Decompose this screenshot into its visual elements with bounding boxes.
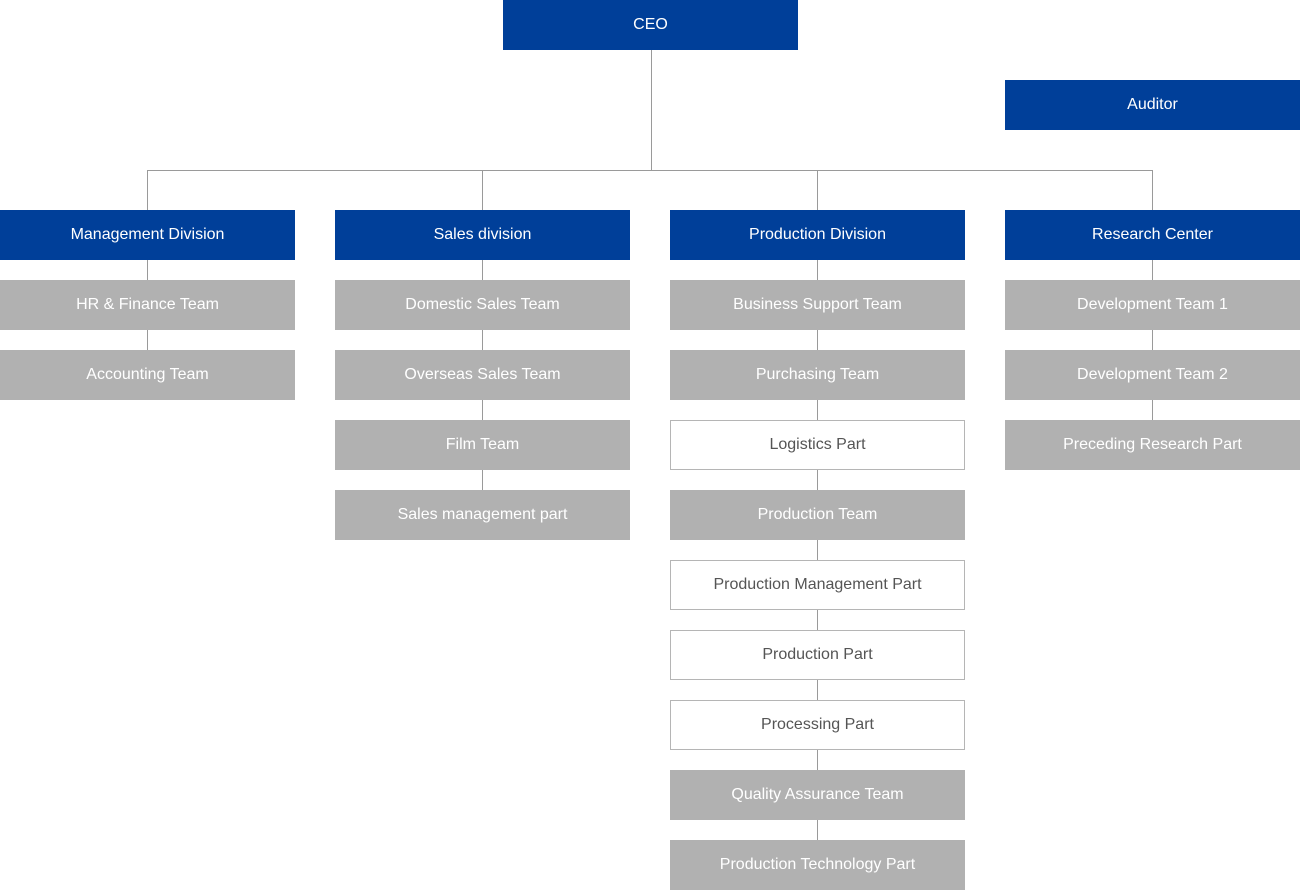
connector-spine (1152, 260, 1153, 420)
ceo-label: CEO (633, 16, 668, 33)
ceo-box: CEO (503, 0, 798, 50)
connector-drop (817, 170, 818, 210)
team-box: Film Team (335, 420, 630, 470)
part-box: Logistics Part (670, 420, 965, 470)
unit-label: Development Team 2 (1077, 366, 1228, 383)
part-box: Production Management Part (670, 560, 965, 610)
division-box: Research Center (1005, 210, 1300, 260)
connector-drop (147, 170, 148, 210)
unit-label: Business Support Team (733, 296, 902, 313)
connector-ceo-trunk (651, 50, 652, 171)
unit-label: Domestic Sales Team (405, 296, 560, 313)
team-box: Purchasing Team (670, 350, 965, 400)
unit-label: Production Technology Part (719, 856, 916, 873)
unit-label: Sales management part (397, 506, 568, 523)
division-box: Management Division (0, 210, 295, 260)
team-box: Development Team 1 (1005, 280, 1300, 330)
auditor-box: Auditor (1005, 80, 1300, 130)
team-box: Production Technology Part (670, 840, 965, 890)
auditor-label: Auditor (1127, 96, 1178, 113)
unit-label: Accounting Team (86, 366, 209, 383)
unit-label: Development Team 1 (1077, 296, 1228, 313)
team-box: HR & Finance Team (0, 280, 295, 330)
team-box: Preceding Research Part (1005, 420, 1300, 470)
unit-label: Logistics Part (769, 436, 866, 453)
division-label: Production Division (749, 226, 886, 243)
connector-division-bus (147, 170, 1153, 171)
team-box: Domestic Sales Team (335, 280, 630, 330)
unit-label: HR & Finance Team (76, 296, 219, 313)
unit-label: Quality Assurance Team (731, 786, 904, 803)
team-box: Sales management part (335, 490, 630, 540)
team-box: Accounting Team (0, 350, 295, 400)
unit-label: Film Team (445, 436, 520, 453)
team-box: Production Team (670, 490, 965, 540)
division-label: Research Center (1092, 226, 1213, 243)
connector-drop (482, 170, 483, 210)
part-box: Processing Part (670, 700, 965, 750)
team-box: Business Support Team (670, 280, 965, 330)
connector-spine (817, 260, 818, 840)
unit-label: Processing Part (761, 716, 874, 733)
unit-label: Overseas Sales Team (404, 366, 561, 383)
division-box: Sales division (335, 210, 630, 260)
unit-label: Production Team (757, 506, 878, 523)
unit-label: Production Part (762, 646, 873, 663)
unit-label: Purchasing Team (755, 366, 880, 383)
division-label: Management Division (70, 226, 225, 243)
connector-drop (1152, 170, 1153, 210)
team-box: Quality Assurance Team (670, 770, 965, 820)
unit-label: Preceding Research Part (1063, 436, 1242, 453)
unit-label: Production Management Part (713, 576, 922, 593)
part-box: Production Part (670, 630, 965, 680)
team-box: Development Team 2 (1005, 350, 1300, 400)
division-box: Production Division (670, 210, 965, 260)
team-box: Overseas Sales Team (335, 350, 630, 400)
division-label: Sales division (433, 226, 532, 243)
